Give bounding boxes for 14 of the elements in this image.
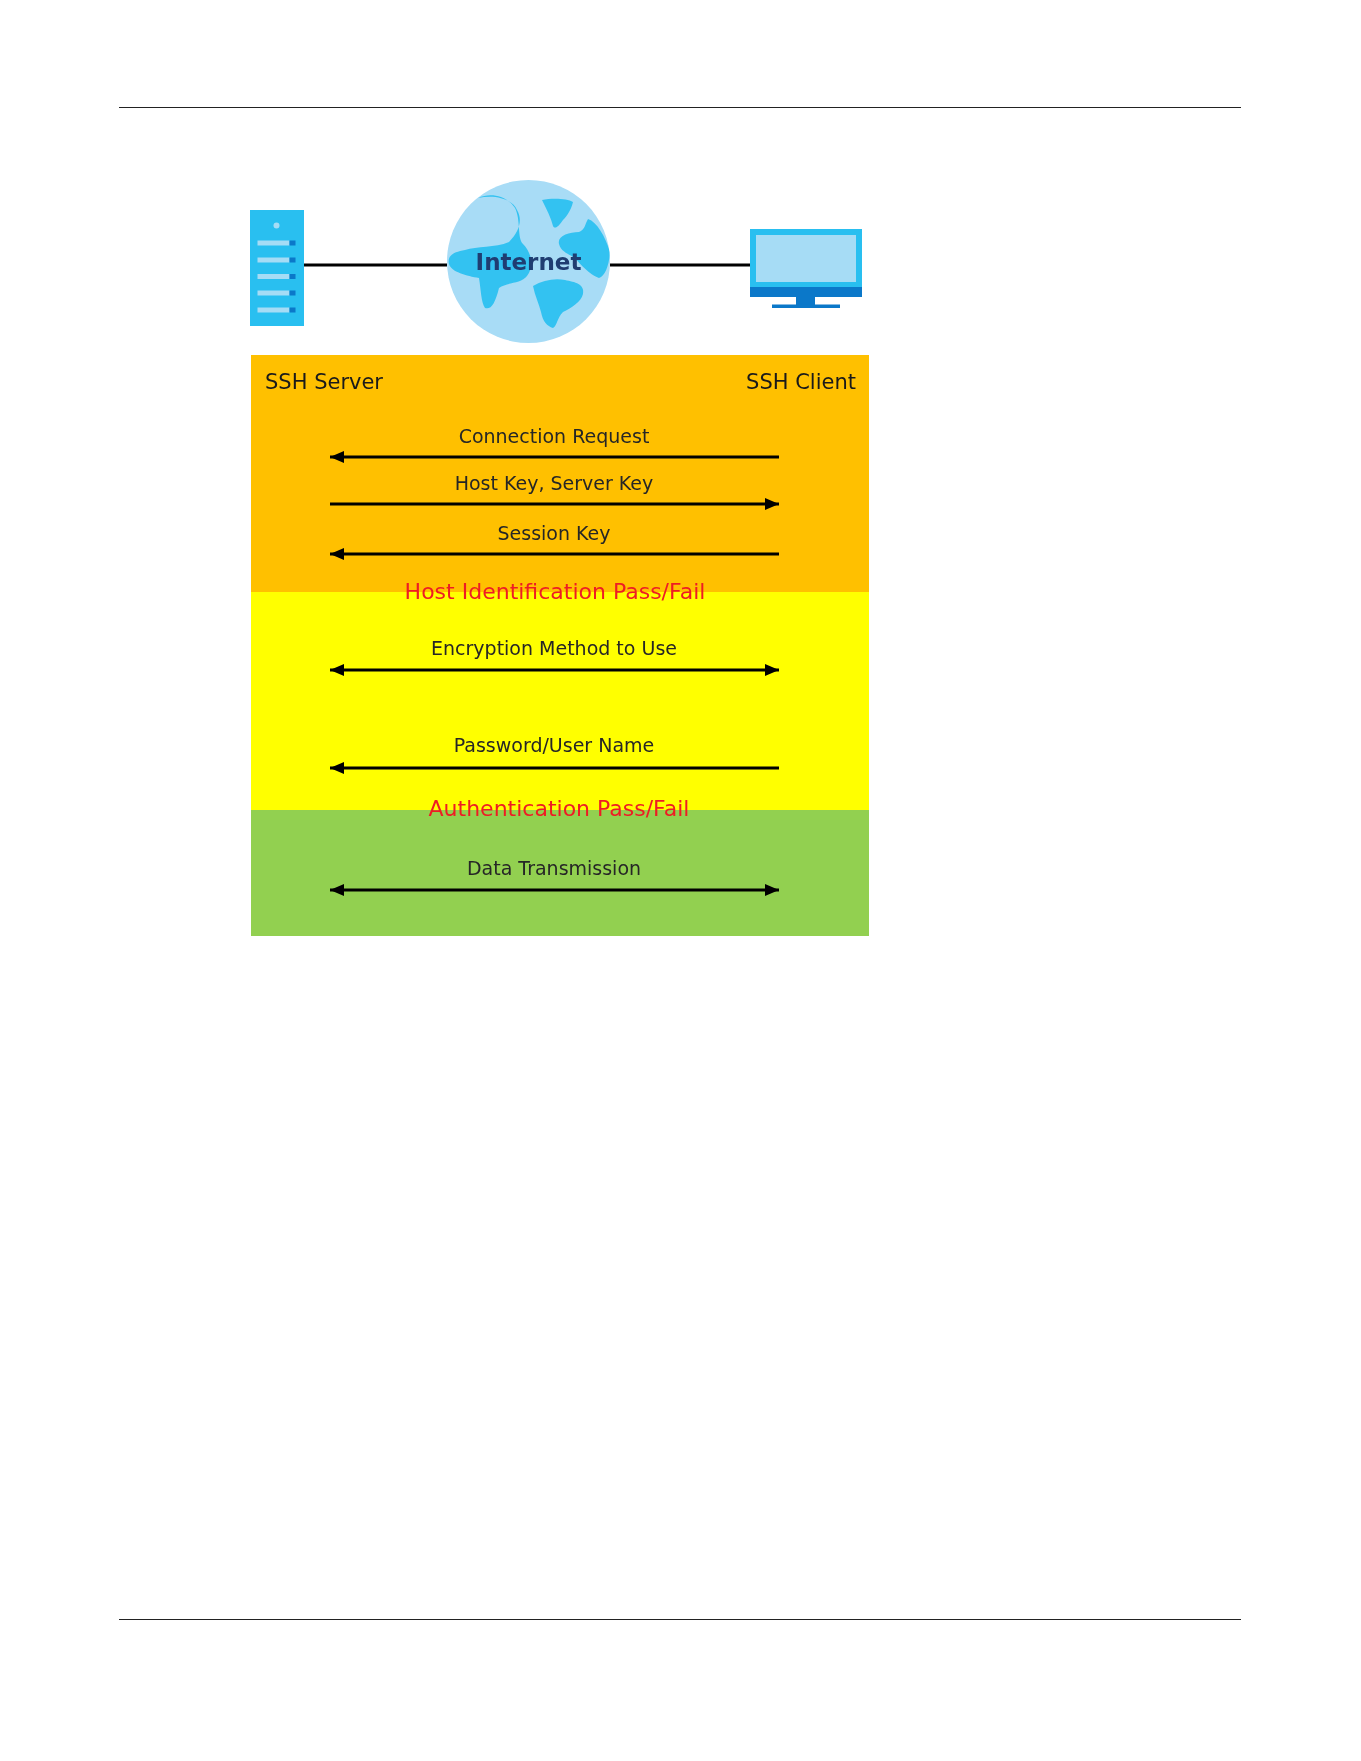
message-label: Session Key bbox=[497, 523, 611, 545]
message-label: Data Transmission bbox=[466, 858, 642, 880]
participant-label: SSH Client bbox=[746, 370, 856, 395]
status-note: Host Identification Pass/Fail bbox=[404, 579, 706, 605]
server-icon bbox=[250, 210, 304, 326]
message-label: Password/User Name bbox=[453, 735, 655, 757]
message-label: Connection Request bbox=[458, 426, 650, 448]
connector-line bbox=[304, 263, 447, 267]
message-label: Host Key, Server Key bbox=[454, 473, 654, 495]
message-label: Encryption Method to Use bbox=[431, 638, 677, 660]
status-note: Authentication Pass/Fail bbox=[428, 796, 690, 822]
participant-label: SSH Server bbox=[265, 370, 383, 395]
connector-line bbox=[610, 263, 750, 267]
monitor-icon bbox=[750, 229, 862, 308]
